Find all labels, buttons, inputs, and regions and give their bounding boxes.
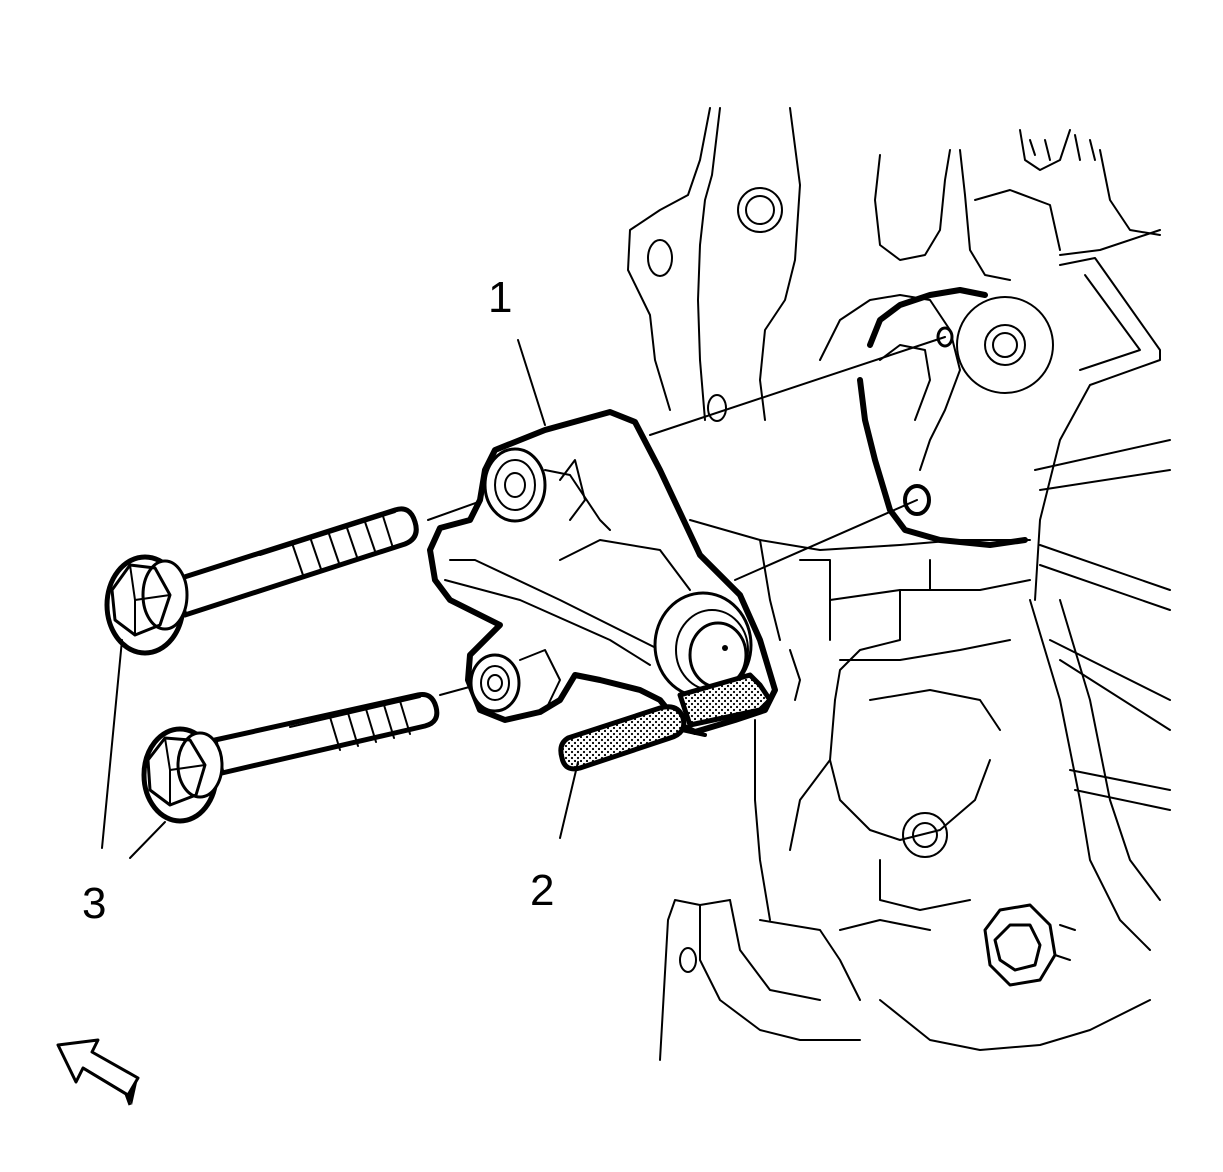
view-arrow-icon — [56, 1038, 140, 1106]
locking-pin — [558, 704, 687, 772]
engine-housing — [627, 107, 1171, 1061]
callout-2: 2 — [530, 866, 554, 915]
tensioner-assembly — [427, 409, 778, 737]
mounting-boss — [857, 287, 1054, 548]
callout-3: 3 — [82, 879, 106, 928]
bolt-lower — [141, 692, 440, 824]
bolt-upper — [104, 506, 419, 656]
callout-leaders — [101, 339, 579, 859]
callout-1: 1 — [488, 273, 512, 322]
